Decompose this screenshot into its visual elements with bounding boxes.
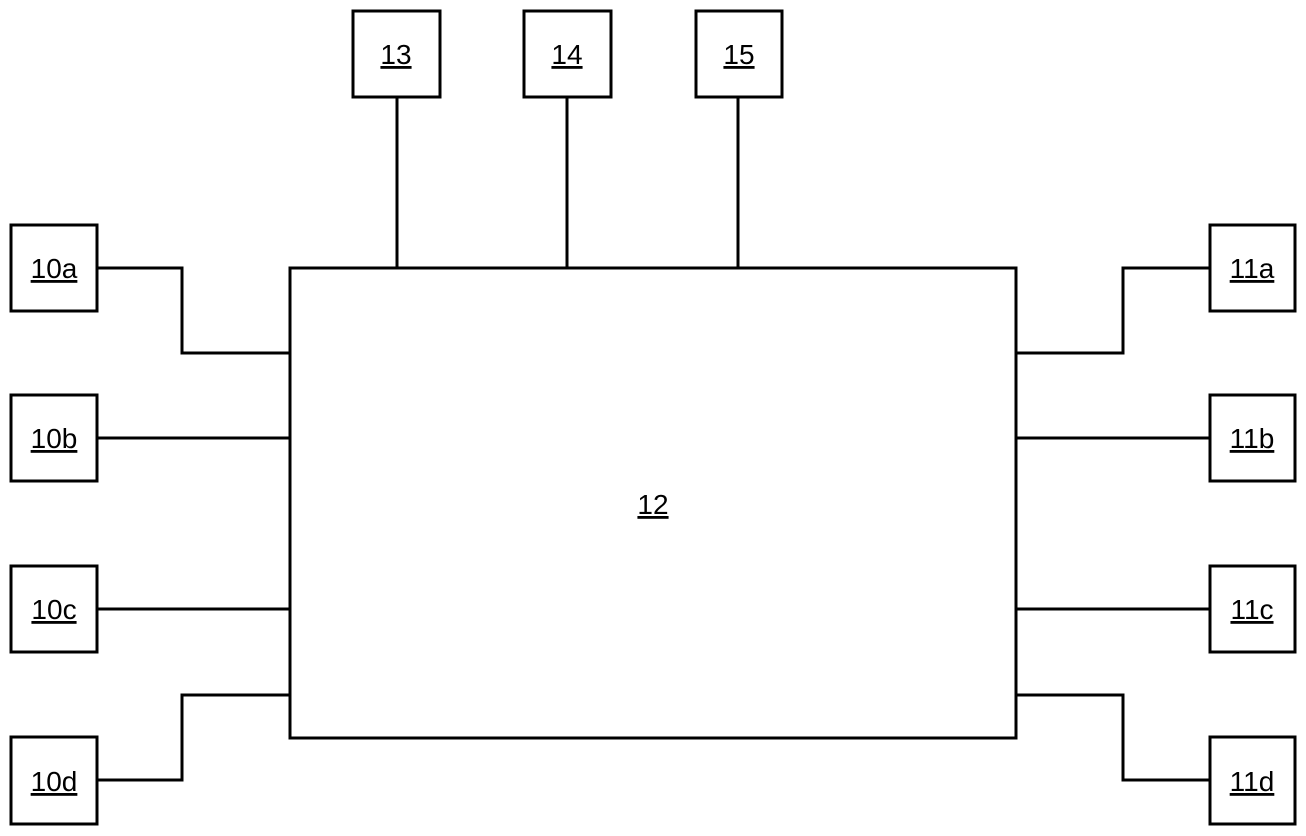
block-10d: 10d — [9, 735, 99, 826]
block-10a: 10a — [9, 223, 99, 313]
block-15-label: 15 — [723, 39, 754, 70]
block-10b-label: 10b — [31, 423, 78, 454]
block-11c: 11c — [1208, 564, 1297, 654]
block-11c-label: 11c — [1230, 594, 1273, 625]
wire-11d — [1016, 693, 1210, 782]
block-11a: 11a — [1208, 223, 1297, 313]
block-10a-label: 10a — [31, 253, 78, 284]
block-11d-label: 11d — [1230, 766, 1275, 797]
block-13-label: 13 — [380, 39, 411, 70]
block-10c: 10c — [9, 564, 99, 654]
block-10c-label: 10c — [31, 594, 76, 625]
block-11d: 11d — [1208, 735, 1297, 826]
block-12-label: 12 — [637, 489, 668, 520]
block-12: 12 — [288, 266, 1018, 740]
wire-10d — [97, 693, 290, 782]
wire-10a — [97, 266, 290, 355]
block-11b: 11b — [1208, 393, 1297, 483]
block-15: 15 — [694, 9, 784, 99]
block-11b-label: 11b — [1230, 423, 1275, 454]
block-13: 13 — [351, 9, 442, 99]
block-10d-label: 10d — [31, 766, 78, 797]
connections — [97, 97, 1210, 782]
block-10b: 10b — [9, 393, 99, 483]
block-14: 14 — [522, 9, 613, 99]
block-14-label: 14 — [551, 39, 582, 70]
block-11a-label: 11a — [1230, 253, 1275, 284]
wire-11a — [1016, 266, 1210, 355]
